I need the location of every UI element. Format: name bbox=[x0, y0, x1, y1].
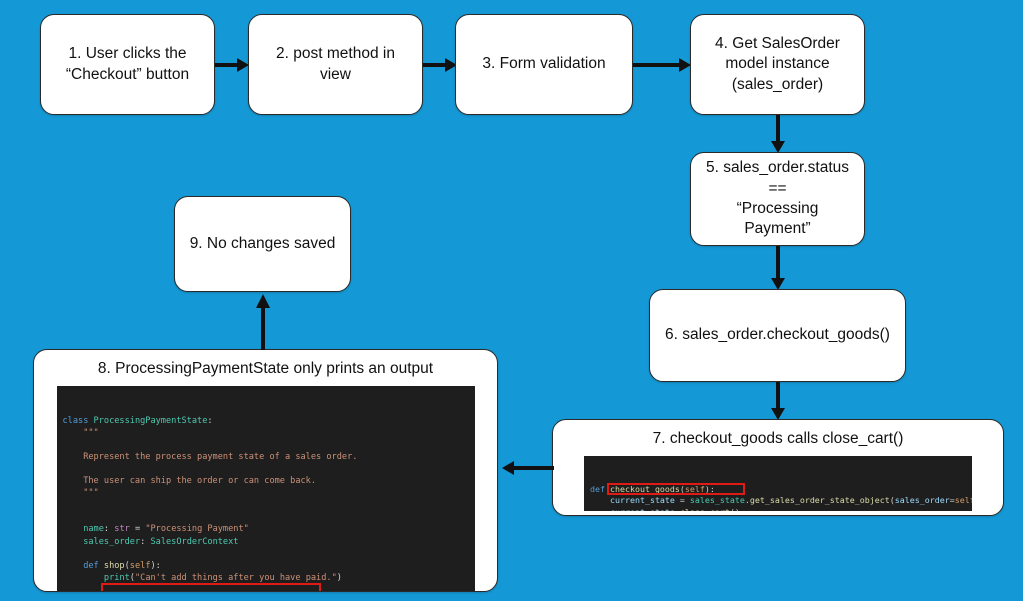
arrow-step1-to-step2 bbox=[215, 56, 249, 74]
code-panel-step7: def checkout_goods(self): current_state … bbox=[584, 456, 972, 512]
arrow-step3-to-step4 bbox=[633, 56, 691, 74]
node-step9-label: 9. No changes saved bbox=[189, 234, 336, 252]
code-token: ): bbox=[704, 483, 715, 494]
code-line: sales_order: SalesOrderContext bbox=[63, 536, 469, 548]
code-line bbox=[63, 439, 469, 451]
code-line: def checkout_goods(self): bbox=[590, 484, 966, 496]
code-token: str bbox=[114, 524, 130, 535]
code-token: () bbox=[730, 507, 740, 512]
code-line: """ bbox=[63, 427, 469, 439]
node-step9[interactable]: 9. No changes saved bbox=[174, 196, 351, 292]
node-step5-label: 5. sales_order.status == “Processing Pay… bbox=[705, 159, 850, 238]
node-step8[interactable]: 8. ProcessingPaymentState only prints an… bbox=[33, 349, 498, 592]
node-step6[interactable]: 6. sales_order.checkout_goods() bbox=[649, 289, 906, 382]
code-token: ( bbox=[129, 572, 135, 583]
code-line bbox=[63, 499, 469, 511]
node-step7[interactable]: 7. checkout_goods calls close_cart() def… bbox=[552, 419, 1004, 516]
node-step8-title: 8. ProcessingPaymentState only prints an… bbox=[97, 360, 434, 377]
code-line: class ProcessingPaymentState: bbox=[63, 415, 469, 427]
code-token: : bbox=[140, 536, 151, 547]
code-line bbox=[63, 511, 469, 523]
code-token: self bbox=[129, 560, 151, 571]
code-token: self bbox=[684, 483, 705, 494]
node-step3[interactable]: 3. Form validation bbox=[455, 14, 633, 115]
code-token bbox=[590, 495, 610, 505]
code-token: = bbox=[674, 495, 690, 506]
code-token: ): bbox=[150, 560, 161, 571]
code-token bbox=[63, 524, 84, 534]
code-token: = bbox=[949, 495, 955, 506]
node-step4-label: 4. Get SalesOrder model instance (sales_… bbox=[715, 34, 840, 93]
code-token: current_state bbox=[610, 507, 675, 512]
code-line: current_state = sales_state.get_sales_or… bbox=[590, 495, 972, 507]
node-step3-label: 3. Form validation bbox=[482, 55, 606, 73]
node-step4[interactable]: 4. Get SalesOrder model instance (sales_… bbox=[690, 14, 865, 115]
code-line bbox=[63, 463, 469, 475]
code-token: sales_order bbox=[894, 495, 950, 506]
code-line bbox=[63, 584, 469, 591]
code-token: def bbox=[83, 560, 104, 571]
code-token: ( bbox=[889, 495, 895, 506]
code-token: The user can ship the order or can come … bbox=[62, 476, 317, 487]
arrow-step5-to-step6 bbox=[769, 246, 787, 290]
node-step1-label: 1. User clicks the “Checkout” button bbox=[65, 45, 190, 83]
code-line: def shop(self): bbox=[63, 560, 469, 572]
code-token: SalesOrderContext bbox=[150, 536, 239, 547]
arrow-step2-to-step3 bbox=[423, 56, 457, 74]
code-token: ProcessingPaymentState bbox=[93, 415, 208, 426]
code-token: sales_order bbox=[83, 536, 141, 547]
code-token: ) bbox=[336, 572, 342, 583]
code-line: current_state.close_cart() bbox=[590, 507, 966, 512]
code-token: name bbox=[83, 524, 104, 535]
code-token: self bbox=[954, 495, 972, 506]
code-token: close_cart bbox=[680, 507, 730, 512]
code-token: Represent the process payment state of a… bbox=[62, 451, 358, 462]
code-token: class bbox=[62, 415, 94, 426]
code-line: Represent the process payment state of a… bbox=[63, 451, 469, 463]
code-token: def bbox=[590, 483, 610, 494]
code-token: shop bbox=[103, 560, 125, 571]
node-step2-label: 2. post method in view bbox=[276, 45, 395, 83]
code-token: """ bbox=[62, 488, 99, 499]
node-step5[interactable]: 5. sales_order.status == “Processing Pay… bbox=[690, 152, 865, 246]
arrow-step4-to-step5 bbox=[769, 115, 787, 153]
code-token: "Can't add things after you have paid." bbox=[134, 572, 337, 583]
code-line bbox=[63, 548, 469, 560]
code-token: "Processing Payment" bbox=[145, 524, 249, 535]
code-token: ( bbox=[124, 560, 130, 571]
code-token bbox=[63, 561, 84, 571]
code-token: checkout_goods bbox=[609, 483, 680, 494]
code-token: . bbox=[744, 495, 750, 506]
code-token bbox=[63, 537, 84, 547]
code-token bbox=[590, 507, 610, 512]
code-token: ( bbox=[679, 483, 685, 494]
code-token: . bbox=[675, 507, 680, 512]
code-token: : bbox=[103, 524, 115, 535]
code-line: """ bbox=[63, 487, 469, 499]
arrow-step6-to-step7 bbox=[769, 382, 787, 420]
arrow-step8-to-step9 bbox=[254, 292, 272, 350]
code-panel-step8: class ProcessingPaymentState: """ Repres… bbox=[56, 386, 475, 591]
code-token: """ bbox=[62, 427, 99, 438]
node-step2[interactable]: 2. post method in view bbox=[248, 14, 423, 115]
code-token: : bbox=[207, 415, 213, 426]
code-line: print("Can't add things after you have p… bbox=[63, 572, 469, 584]
code-token: get_sales_order_state_object bbox=[749, 495, 890, 506]
code-line: The user can ship the order or can come … bbox=[63, 475, 469, 487]
code-token: = bbox=[129, 524, 146, 535]
code-token: current_state bbox=[609, 495, 675, 506]
node-step6-label: 6. sales_order.checkout_goods() bbox=[665, 326, 890, 344]
node-step7-title: 7. checkout_goods calls close_cart() bbox=[652, 430, 904, 447]
code-token: print bbox=[103, 572, 130, 583]
code-token bbox=[63, 573, 104, 583]
code-line: name: str = "Processing Payment" bbox=[63, 523, 469, 535]
arrow-step7-to-step8 bbox=[500, 459, 554, 477]
node-step1[interactable]: 1. User clicks the “Checkout” button bbox=[40, 14, 215, 115]
code-token: sales_state bbox=[689, 495, 745, 506]
